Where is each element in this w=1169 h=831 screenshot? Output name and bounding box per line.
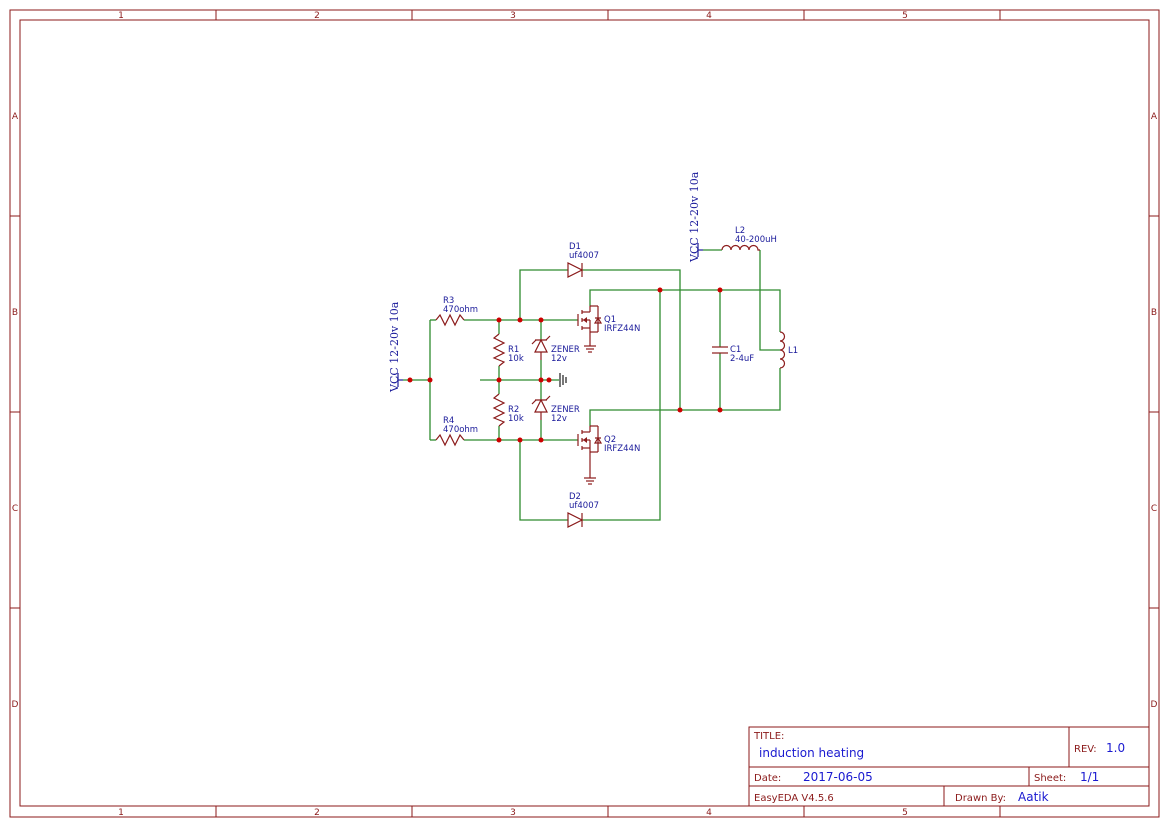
r2-value: 10k bbox=[508, 414, 524, 424]
title-value: induction heating bbox=[759, 746, 864, 760]
d2-ref: D2 bbox=[569, 492, 581, 502]
date-label: Date: bbox=[754, 773, 781, 784]
column-label-bottom: 2 bbox=[314, 808, 320, 818]
row-label-left: D bbox=[12, 700, 19, 710]
zener1-ref: ZENER bbox=[551, 345, 580, 355]
vcc-left-label: VCC 12-20v 10a bbox=[388, 301, 401, 393]
rev-value: 1.0 bbox=[1106, 741, 1125, 755]
sheet-label: Sheet: bbox=[1034, 773, 1066, 784]
d1-value: uf4007 bbox=[569, 251, 599, 261]
resistor-r2[interactable]: R2 10k bbox=[492, 393, 524, 427]
column-label-bottom: 4 bbox=[706, 808, 712, 818]
mosfet-q2[interactable]: Q2 IRFZ44N bbox=[577, 425, 640, 485]
drawn-by-value: Aatik bbox=[1018, 790, 1049, 804]
tool-version: EasyEDA V4.5.6 bbox=[754, 793, 834, 804]
zener1-value: 12v bbox=[551, 354, 567, 364]
zener-diode-1[interactable]: ZENER 12v bbox=[531, 335, 580, 364]
q1-value: IRFZ44N bbox=[604, 324, 640, 334]
q2-ref: Q2 bbox=[604, 435, 616, 445]
row-label-right: B bbox=[1151, 308, 1157, 318]
c1-ref: C1 bbox=[730, 345, 741, 355]
r1-value: 10k bbox=[508, 354, 524, 364]
rev-label: REV: bbox=[1074, 744, 1097, 755]
vcc-top-label: VCC 12-20v 10a bbox=[688, 171, 701, 263]
column-label-bottom: 3 bbox=[510, 808, 516, 818]
resistor-r1[interactable]: R1 10k bbox=[492, 333, 524, 367]
r1-ref: R1 bbox=[508, 345, 519, 355]
sheet-frame: 1 2 3 4 5 1 2 3 4 5 A B C D A B C D bbox=[9, 9, 1160, 818]
column-label-top: 2 bbox=[314, 11, 320, 21]
drawn-by-label: Drawn By: bbox=[955, 793, 1006, 804]
inductor-l1[interactable]: L1 bbox=[779, 331, 798, 369]
title-label: TITLE: bbox=[753, 731, 784, 742]
sheet-value: 1/1 bbox=[1080, 770, 1099, 784]
ground-icon bbox=[559, 373, 567, 387]
l2-value: 40-200uH bbox=[735, 235, 777, 245]
capacitor-c1[interactable]: C1 2-4uF bbox=[712, 345, 754, 364]
zener-diode-2[interactable]: ZENER 12v bbox=[531, 395, 580, 424]
inductor-l2[interactable]: L2 40-200uH bbox=[721, 226, 777, 251]
c1-value: 2-4uF bbox=[730, 354, 754, 364]
date-value: 2017-06-05 bbox=[803, 770, 873, 784]
zener2-ref: ZENER bbox=[551, 405, 580, 415]
r3-ref: R3 bbox=[443, 296, 454, 306]
row-label-left: A bbox=[12, 112, 19, 122]
r2-ref: R2 bbox=[508, 405, 519, 415]
r4-ref: R4 bbox=[443, 416, 454, 426]
d1-ref: D1 bbox=[569, 242, 581, 252]
column-label-top: 4 bbox=[706, 11, 712, 21]
column-label-bottom: 5 bbox=[902, 808, 908, 818]
d2-value: uf4007 bbox=[569, 501, 599, 511]
junctions bbox=[407, 287, 723, 443]
column-label-top: 1 bbox=[118, 11, 124, 21]
resistor-r4[interactable]: R4 470ohm bbox=[435, 416, 478, 447]
l2-ref: L2 bbox=[735, 226, 745, 236]
r3-value: 470ohm bbox=[443, 305, 478, 315]
row-label-right: C bbox=[1151, 504, 1157, 514]
row-label-right: A bbox=[1151, 112, 1158, 122]
diode-d1[interactable]: D1 uf4007 bbox=[567, 242, 599, 278]
mosfet-q1[interactable]: Q1 IRFZ44N bbox=[577, 305, 640, 353]
q1-ref: Q1 bbox=[604, 315, 616, 325]
wires bbox=[403, 249, 781, 521]
vcc-top-symbol[interactable]: VCC 12-20v 10a bbox=[688, 171, 703, 263]
column-label-bottom: 1 bbox=[118, 808, 124, 818]
q2-value: IRFZ44N bbox=[604, 444, 640, 454]
row-label-right: D bbox=[1151, 700, 1158, 710]
column-label-top: 3 bbox=[510, 11, 516, 21]
column-label-top: 5 bbox=[902, 11, 908, 21]
zener2-value: 12v bbox=[551, 414, 567, 424]
title-block: TITLE: induction heating REV: 1.0 Date: … bbox=[748, 726, 1150, 807]
row-label-left: C bbox=[12, 504, 18, 514]
l1-ref: L1 bbox=[788, 346, 798, 356]
resistor-r3[interactable]: R3 470ohm bbox=[435, 296, 478, 327]
diode-d2[interactable]: D2 uf4007 bbox=[567, 492, 599, 528]
row-label-left: B bbox=[12, 308, 18, 318]
vcc-left-symbol[interactable]: VCC 12-20v 10a bbox=[388, 301, 403, 393]
r4-value: 470ohm bbox=[443, 425, 478, 435]
